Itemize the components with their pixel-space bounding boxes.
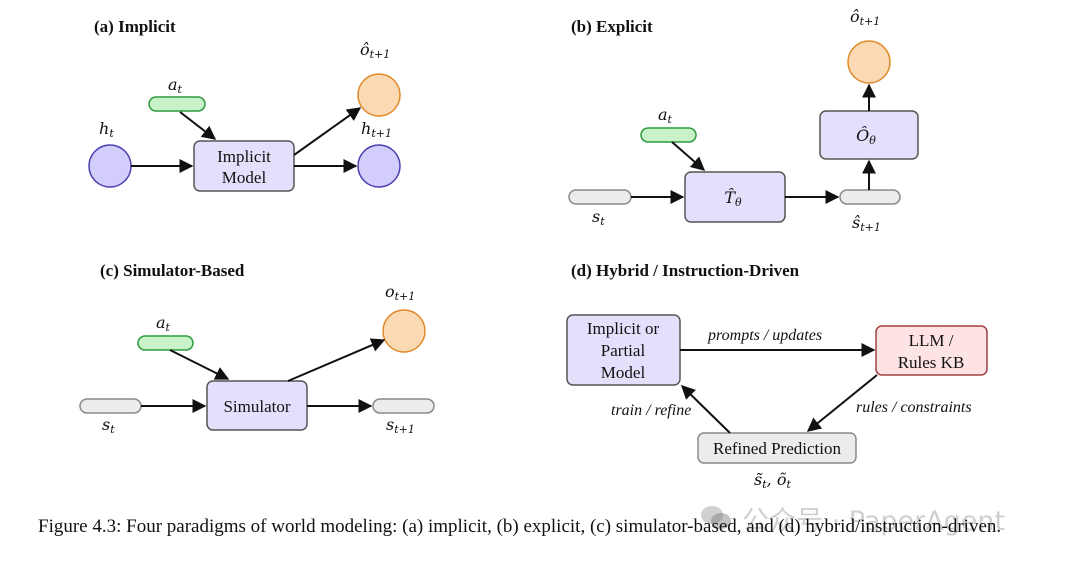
action-label: at [156, 313, 171, 334]
state-label: st [592, 207, 605, 228]
panel-d-title: (d) Hybrid / Instruction-Driven [571, 261, 800, 280]
panel-d: (d) Hybrid / Instruction-Driven Implicit… [566, 261, 988, 491]
action-node [137, 335, 194, 351]
edge-refined-to-model [680, 385, 731, 434]
state-node [568, 189, 632, 205]
panel-b: (b) Explicit st at T̂θ ŝt+1 Ôθ ôt+1 [568, 7, 919, 234]
action-label: at [658, 105, 673, 126]
state-label: st [102, 415, 115, 436]
implicit-model-line-2: Model [222, 168, 267, 187]
panel-c-title: (c) Simulator-Based [100, 261, 245, 280]
refined-prediction-label: Refined Prediction [713, 439, 841, 458]
figure-caption: Figure 4.3: Four paradigms of world mode… [38, 516, 1002, 537]
next-state-node [372, 398, 435, 414]
hidden-state-label: ht [99, 119, 114, 140]
action-label: at [168, 75, 183, 96]
refined-prediction-box [697, 432, 857, 464]
observation-label: ôt+1 [850, 7, 880, 28]
edge-label-rules-constraints: rules / constraints [856, 399, 972, 416]
implicit-partial-model-line-3: Model [601, 363, 646, 382]
implicit-model-line-1: Implicit [217, 147, 271, 166]
panel-b-title: (b) Explicit [571, 17, 653, 36]
llm-rules-kb-box [875, 325, 988, 376]
edge-action-to-model [179, 111, 217, 140]
predicted-state-label: ŝt+1 [852, 213, 881, 234]
implicit-partial-model-line-1: Implicit or [587, 319, 660, 338]
edge-model-to-observation [293, 107, 362, 156]
observation-node [357, 73, 401, 117]
edge-label-prompts-updates: prompts / updates [707, 327, 822, 344]
next-state-label: st+1 [386, 415, 415, 436]
action-node [148, 96, 206, 112]
edge-action-to-simulator [169, 349, 230, 380]
panel-c: (c) Simulator-Based at st Simulator st+1… [79, 261, 435, 436]
implicit-partial-model-line-2: Partial [601, 341, 646, 360]
action-node [640, 127, 697, 143]
edge-action-to-transition [671, 141, 706, 171]
panel-a: (a) Implicit at ht Implicit Model ôt+1 h… [88, 17, 401, 192]
llm-rules-kb-line-1: LLM / [909, 331, 954, 350]
simulator-label: Simulator [223, 397, 290, 416]
predicted-state-node [839, 189, 901, 205]
edge-llm-to-refined [806, 374, 878, 432]
panel-a-title: (a) Implicit [94, 17, 176, 36]
llm-rules-kb-line-2: Rules KB [898, 353, 965, 372]
observation-node [847, 40, 891, 84]
edge-simulator-to-observation [287, 338, 386, 382]
next-hidden-state-node [357, 144, 401, 188]
refined-prediction-variables: s̃t, õt [754, 470, 791, 491]
observation-label: ot+1 [385, 282, 415, 303]
next-hidden-state-label: ht+1 [361, 119, 392, 140]
observation-label: ôt+1 [360, 40, 390, 61]
hidden-state-node [88, 144, 132, 188]
state-node [79, 398, 142, 414]
observation-node [382, 309, 426, 353]
edge-label-train-refine: train / refine [611, 402, 691, 419]
